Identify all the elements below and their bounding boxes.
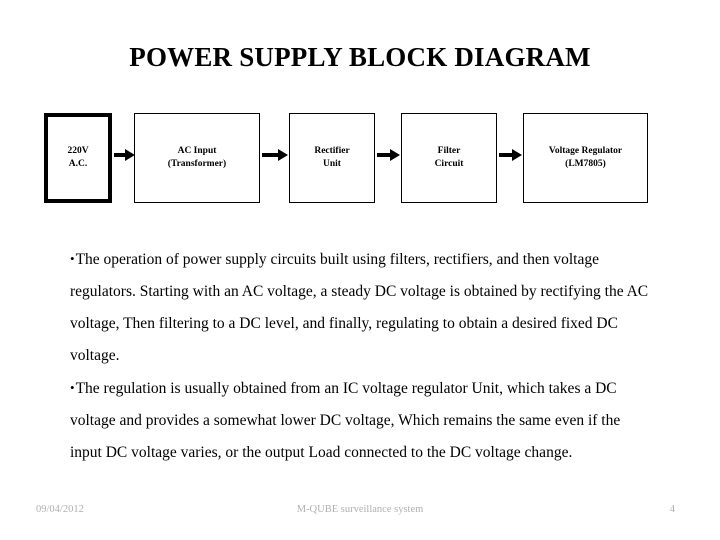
slide-body: •The operation of power supply circuits … xyxy=(70,243,650,469)
block-line-1: Rectifier xyxy=(314,146,350,156)
block-line-1: AC Input xyxy=(177,146,217,156)
block-line-2: Unit xyxy=(323,159,341,169)
block-line-1: Filter xyxy=(437,146,461,156)
diagram-arrow-2 xyxy=(262,149,288,161)
paragraph-text: The regulation is usually obtained from … xyxy=(70,380,621,461)
diagram-block-filter-circuit[interactable]: Filter Circuit xyxy=(401,113,497,203)
bullet-paragraph-2: •The regulation is usually obtained from… xyxy=(70,372,650,469)
footer-page-number: 4 xyxy=(669,504,675,515)
bullet-glyph: • xyxy=(70,380,75,395)
page-title: POWER SUPPLY BLOCK DIAGRAM xyxy=(129,42,591,72)
block-line-1: Voltage Regulator xyxy=(548,146,623,156)
block-line-1: 220V xyxy=(67,146,89,156)
diagram-block-label: Voltage Regulator (LM7805) xyxy=(546,145,625,171)
diagram-block-ac-source[interactable]: 220V A.C. xyxy=(44,113,112,203)
bullet-paragraph-1: •The operation of power supply circuits … xyxy=(70,243,650,372)
block-line-2: Circuit xyxy=(434,159,464,169)
slide-footer: 09/04/2012 M-QUBE surveillance system 4 xyxy=(0,502,720,518)
diagram-block-label: AC Input (Transformer) xyxy=(165,145,229,171)
paragraph-text: The operation of power supply circuits b… xyxy=(70,251,649,364)
diagram-block-label: 220V A.C. xyxy=(64,145,91,171)
diagram-arrow-4 xyxy=(499,149,522,161)
footer-title: M-QUBE surveillance system xyxy=(296,504,424,515)
power-supply-block-diagram: 220V A.C. AC Input (Transformer) Rectifi… xyxy=(0,0,720,230)
diagram-block-rectifier-unit[interactable]: Rectifier Unit xyxy=(289,113,375,203)
block-line-2: (Transformer) xyxy=(167,159,227,169)
diagram-block-label: Rectifier Unit xyxy=(311,145,352,171)
diagram-block-voltage-regulator[interactable]: Voltage Regulator (LM7805) xyxy=(523,113,648,203)
block-line-2: (LM7805) xyxy=(565,159,606,169)
footer-date: 09/04/2012 xyxy=(36,504,84,515)
diagram-block-ac-input[interactable]: AC Input (Transformer) xyxy=(134,113,260,203)
diagram-block-label: Filter Circuit xyxy=(432,145,467,171)
diagram-arrow-3 xyxy=(377,149,400,161)
diagram-arrow-1 xyxy=(114,149,135,161)
bullet-glyph: • xyxy=(70,251,75,266)
block-line-2: A.C. xyxy=(68,159,88,169)
